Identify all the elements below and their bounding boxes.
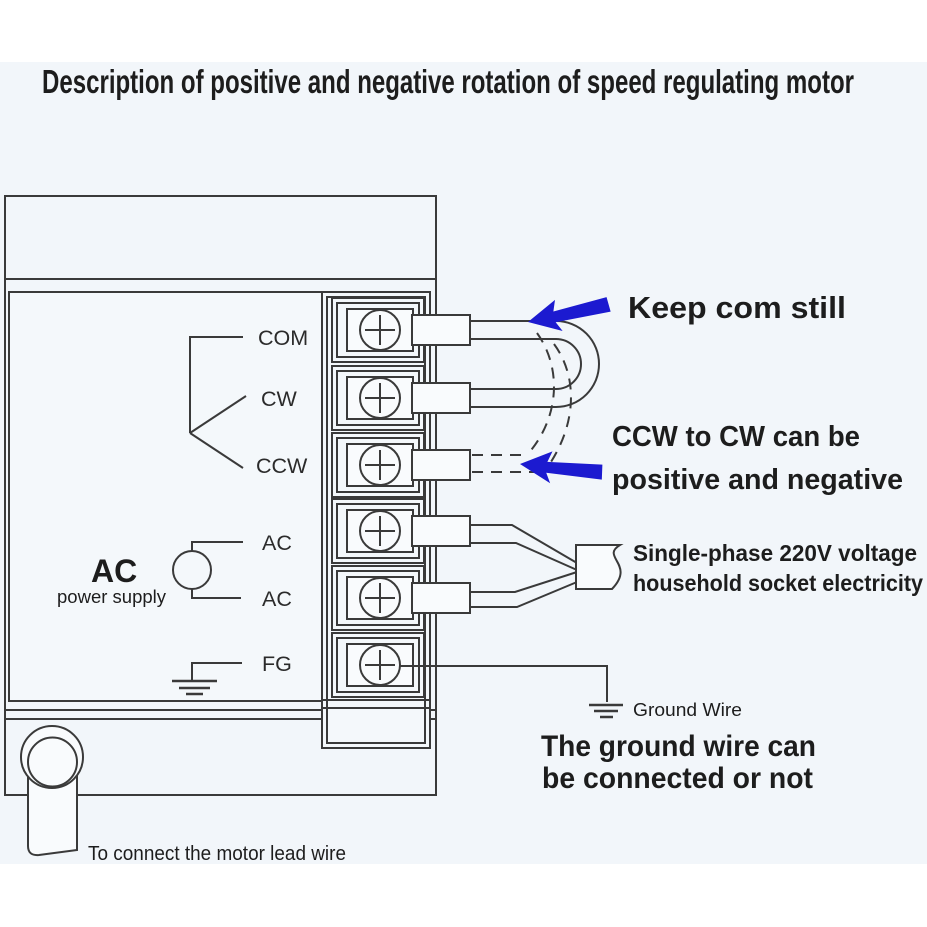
terminal-label-cw: CW	[261, 387, 298, 411]
terminal-label-com: COM	[258, 326, 308, 350]
ac-power-sub-label: power supply	[57, 586, 167, 607]
screw-cross-icon	[365, 650, 395, 680]
terminal-label-ac2: AC	[262, 587, 292, 611]
terminal-module-ac1	[331, 498, 425, 564]
spade-com	[411, 314, 471, 346]
reverse-note-line1: CCW to CW can be	[612, 421, 860, 453]
ac-wire-2	[470, 542, 578, 571]
ground-note-line2: be connected or not	[542, 762, 813, 795]
ac-source-symbol	[172, 541, 243, 599]
screw-cross-icon	[365, 516, 395, 546]
switch-cw-line	[189, 395, 247, 434]
spade-ccw	[411, 449, 471, 481]
fg-lead	[191, 662, 242, 681]
ccw-alternative-dashed-wire	[472, 332, 572, 473]
screw-head	[359, 309, 401, 351]
motor-lead-note: To connect the motor lead wire	[88, 842, 346, 865]
screw-head	[359, 377, 401, 419]
screw-cross-icon	[365, 450, 395, 480]
ground-note-line1: The ground wire can	[541, 730, 816, 763]
spade-ac1	[411, 515, 471, 547]
spade-cw	[411, 382, 471, 414]
fg-ground-symbol	[172, 662, 242, 696]
spade-ac2	[411, 582, 471, 614]
switch-ccw-line	[189, 432, 244, 469]
socket-note-line2: household socket electricity	[633, 570, 923, 596]
terminal-label-fg: FG	[262, 652, 292, 676]
ground-wire-line	[400, 665, 608, 702]
terminal-label-ccw: CCW	[256, 454, 308, 478]
reverse-note-line2: positive and negative	[612, 464, 903, 496]
ac-power-main-label: AC	[91, 553, 137, 589]
screw-cross-icon	[365, 315, 395, 345]
switch-com-line	[189, 336, 243, 433]
screw-cross-icon	[365, 583, 395, 613]
dashed-curve-2	[543, 343, 572, 473]
socket-note-line1: Single-phase 220V voltage	[633, 540, 917, 566]
controller-outline	[4, 195, 437, 796]
page-title: Description of positive and negative rot…	[42, 63, 854, 100]
ac-source-bottom-lead	[191, 589, 241, 599]
ground-wire-run	[400, 665, 623, 719]
screw-head	[359, 444, 401, 486]
screw-head	[359, 577, 401, 619]
ac-wire-3	[470, 571, 578, 593]
keep-com-note: Keep com still	[628, 290, 846, 325]
ac-wire-4	[470, 581, 578, 608]
power-plug	[575, 544, 624, 590]
terminal-module-ac2	[331, 565, 425, 631]
direction-switch-symbol	[189, 336, 247, 469]
keep-com-arrow-icon	[528, 297, 611, 331]
terminal-module-ccw	[331, 432, 425, 498]
ccw-arrow-icon	[520, 451, 603, 484]
ac-source-top-lead	[191, 541, 243, 551]
dashed-curve-1	[526, 332, 555, 456]
spade-connectors	[411, 314, 471, 614]
ac-wire-1	[470, 524, 578, 564]
ac-power-wires	[470, 524, 624, 608]
knob-inner-ring	[27, 736, 78, 788]
screw-head	[359, 510, 401, 552]
jumper-inner-edge	[470, 338, 582, 390]
terminal-label-ac1: AC	[262, 531, 292, 555]
screw-cross-icon	[365, 383, 395, 413]
ground-wire-label: Ground Wire	[633, 700, 742, 720]
